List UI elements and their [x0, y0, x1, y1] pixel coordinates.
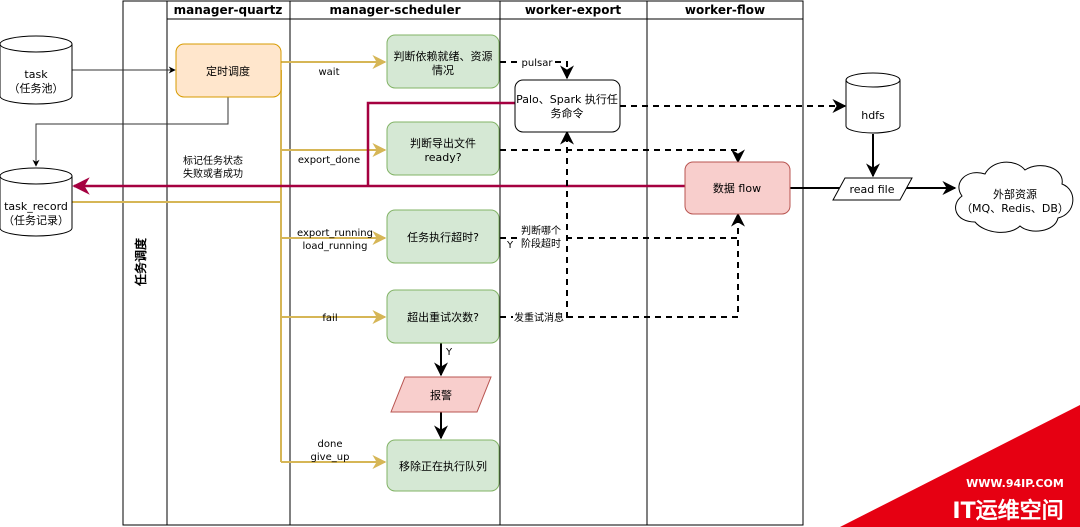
task-record-node: task_record （任务记录）	[0, 167, 73, 237]
edge-export-to-flow	[500, 149, 745, 164]
lane-title-worker-export: worker-export	[525, 3, 622, 17]
hdfs-node: hdfs	[845, 72, 901, 134]
exec-label: Palo、Spark 执行任	[516, 92, 618, 106]
label-fail: fail	[322, 313, 337, 324]
watermark-brand: IT运维空间	[952, 498, 1063, 524]
lane-title-manager-quartz: manager-quartz	[174, 3, 283, 17]
check-deps-node: 判断依赖就绪、资源 情况	[386, 34, 500, 89]
label-mark-status: 标记任务状态	[183, 154, 243, 167]
check-export-node: 判断导出文件 ready?	[386, 121, 500, 176]
label-which-stage-2: 阶段超时	[521, 237, 561, 250]
exec-label-2: 务命令	[551, 106, 584, 120]
remove-label: 移除正在执行队列	[399, 459, 487, 473]
timer-label: 定时调度	[206, 64, 250, 78]
flow-node: 数据 flow	[684, 161, 791, 215]
external-sublabel: （MQ、Redis、DB）	[961, 202, 1069, 215]
edge-retry-to-flow	[567, 240, 739, 318]
label-load-running: load_running	[303, 241, 368, 252]
read-file-label: read file	[849, 183, 894, 196]
label-retry-msg: 发重试消息	[514, 311, 564, 324]
external-label: 外部资源	[993, 187, 1037, 201]
label-wait: wait	[318, 67, 339, 78]
label-yes-timeout: Y	[506, 240, 514, 251]
nodes: task （任务池） task_record （任务记录） 定时调度 判断依赖就…	[0, 34, 1074, 492]
lane-title-worker-flow: worker-flow	[685, 3, 765, 17]
label-mark-status-2: 失败或者成功	[183, 167, 243, 180]
edge-labels: wait export_done export_running load_run…	[183, 56, 565, 463]
edge-exec-to-record	[366, 101, 515, 186]
label-pulsar: pulsar	[522, 58, 554, 69]
check-deps-label: 判断依赖就绪、资源	[394, 49, 493, 63]
alarm-node: 报警	[390, 376, 492, 413]
task-pool-node: task （任务池）	[0, 35, 73, 105]
label-export-done: export_done	[298, 155, 360, 166]
label-export-running: export_running	[297, 228, 373, 239]
label-which-stage: 判断哪个	[521, 224, 561, 237]
flow-label: 数据 flow	[713, 181, 761, 195]
check-export-label: 判断导出文件	[410, 136, 476, 150]
check-deps-label-2: 情况	[432, 64, 454, 77]
task-record-label: task_record	[4, 200, 68, 213]
check-timeout-node: 任务执行超时?	[386, 209, 500, 264]
task-pool-label: task	[24, 68, 48, 81]
timer-node: 定时调度	[175, 43, 282, 98]
label-yes-retry: Y	[445, 347, 453, 358]
label-give-up: give_up	[311, 452, 350, 463]
read-file-node: read file	[832, 177, 913, 201]
edge-timer-to-record	[32, 97, 229, 167]
check-retry-node: 超出重试次数?	[386, 289, 500, 344]
check-export-label-2: ready?	[424, 151, 461, 164]
remove-node: 移除正在执行队列	[386, 439, 500, 492]
side-lane-label: 任务调度	[133, 237, 148, 287]
task-pool-sublabel: （任务池）	[9, 82, 64, 95]
check-retry-label: 超出重试次数?	[407, 310, 479, 324]
task-record-sublabel: （任务记录）	[3, 214, 69, 227]
alarm-label: 报警	[430, 388, 452, 402]
watermark-badge: WWW.94IP.COM IT运维空间	[840, 405, 1080, 527]
hdfs-label: hdfs	[861, 109, 885, 122]
external-cloud-node: 外部资源 （MQ、Redis、DB）	[955, 161, 1074, 233]
lane-title-manager-scheduler: manager-scheduler	[329, 3, 460, 17]
label-done: done	[318, 439, 343, 450]
watermark-url: WWW.94IP.COM	[966, 477, 1064, 490]
exec-node: Palo、Spark 执行任 务命令	[514, 79, 621, 133]
edge-timeout-to-flow	[500, 212, 745, 239]
check-timeout-label: 任务执行超时?	[407, 230, 479, 244]
